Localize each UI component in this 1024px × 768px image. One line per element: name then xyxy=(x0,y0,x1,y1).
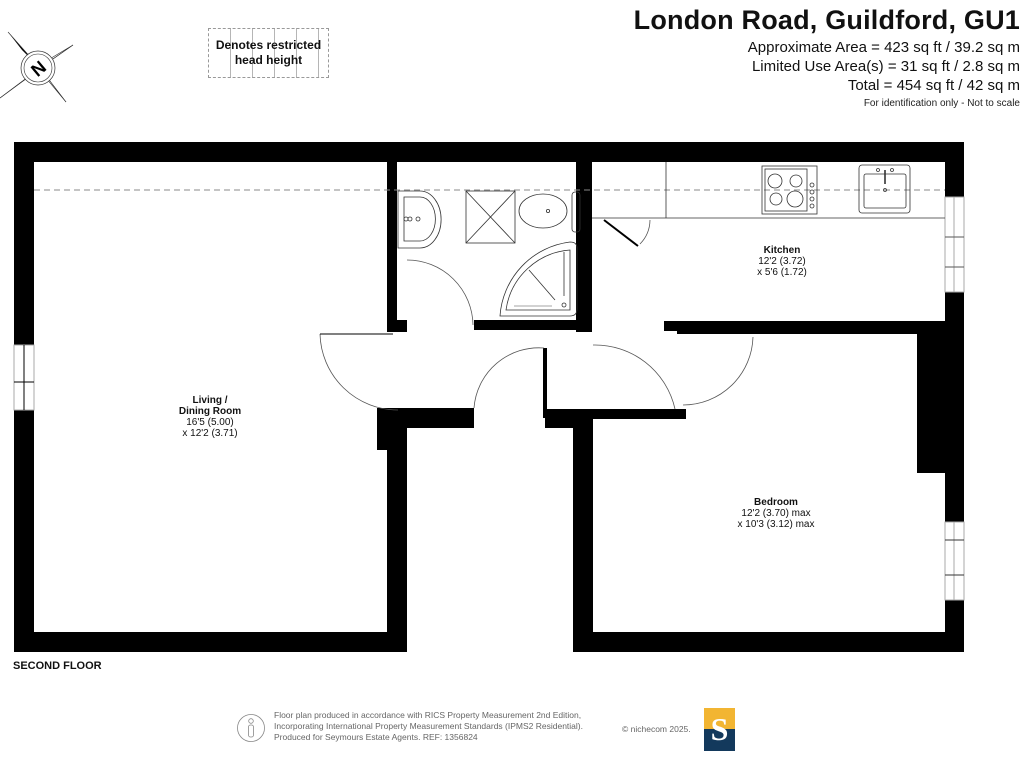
header: London Road, Guildford, GU1 Approximate … xyxy=(634,2,1020,113)
total-area: Total = 454 sq ft / 42 sq m xyxy=(847,77,1020,94)
hob-icon xyxy=(761,165,818,215)
basin-icon xyxy=(397,190,442,249)
door-swings xyxy=(319,219,754,411)
floor-label: SECOND FLOOR xyxy=(13,660,102,672)
info-person-icon xyxy=(237,714,265,742)
windows xyxy=(13,196,965,601)
north-compass-icon: N xyxy=(0,31,74,103)
room-label-living-dining: Living / Dining Room 16'5 (5.00) x 12'2 … xyxy=(178,395,242,439)
kitchen-fixtures xyxy=(592,162,945,219)
restricted-head-height-legend: Denotes restricted head height xyxy=(208,28,329,78)
room-label-bedroom: Bedroom 12'2 (3.70) max x 10'3 (3.12) ma… xyxy=(737,497,815,530)
seymours-logo: S xyxy=(704,708,735,751)
legend-line-1: Denotes restricted xyxy=(215,38,322,52)
limited-use-area: Limited Use Area(s) = 31 sq ft / 2.8 sq … xyxy=(751,58,1020,75)
footer: Floor plan produced in accordance with R… xyxy=(236,710,691,743)
bathroom-fixtures xyxy=(397,190,581,317)
bath-panel-icon xyxy=(465,190,516,244)
approximate-area: Approximate Area = 423 sq ft / 39.2 sq m xyxy=(747,39,1020,56)
copyright: © nichecom 2025. xyxy=(622,724,691,734)
footer-text: Floor plan produced in accordance with R… xyxy=(274,710,583,742)
walls xyxy=(14,142,964,652)
legend-line-2: head height xyxy=(234,53,303,67)
sink-icon xyxy=(858,164,911,214)
scale-disclaimer: For identification only - Not to scale xyxy=(863,98,1020,109)
toilet-icon xyxy=(518,193,568,229)
corner-shower-icon xyxy=(499,241,578,317)
property-title: London Road, Guildford, GU1 xyxy=(633,5,1020,35)
room-label-kitchen: Kitchen 12'2 (3.72) x 5'6 (1.72) xyxy=(757,245,807,278)
